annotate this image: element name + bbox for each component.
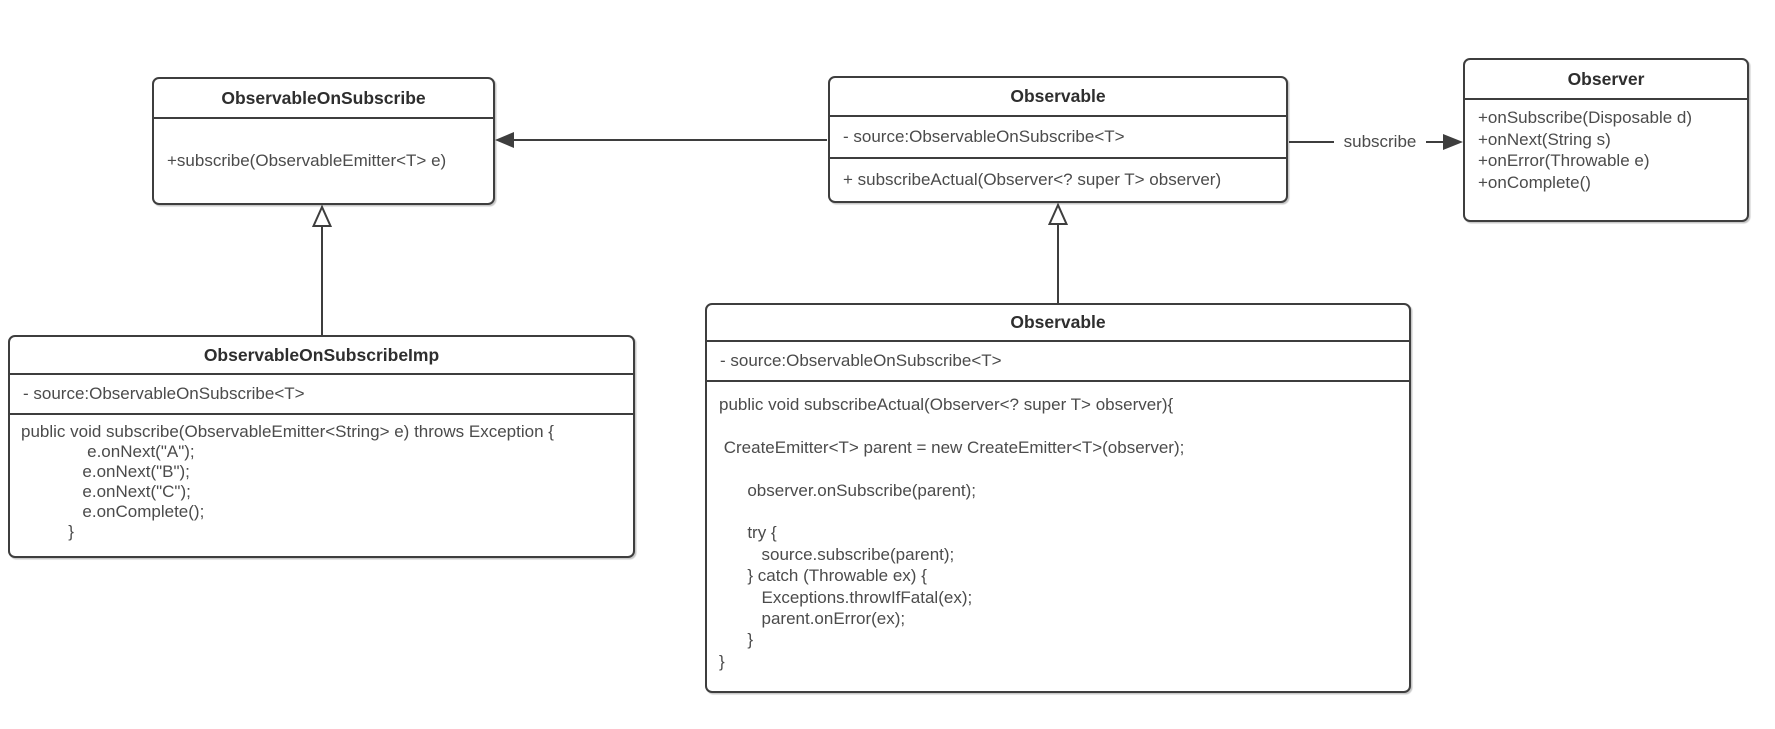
code-text: public void subscribeActual(Observer<? s… (719, 395, 1185, 671)
edge-label-subscribe: subscribe (1334, 131, 1426, 153)
attribute-text: - source:ObservableOnSubscribe<T> (23, 384, 305, 403)
association-arrow-observable-to-observableonsubscribe (495, 132, 827, 148)
class-methods-compartment: + subscribeActual(Observer<? super T> ob… (830, 157, 1286, 201)
class-box-observable: Observable - source:ObservableOnSubscrib… (828, 76, 1288, 203)
class-code-compartment: public void subscribeActual(Observer<? s… (707, 380, 1409, 691)
attribute-text: - source:ObservableOnSubscribe<T> (843, 127, 1125, 146)
method-text: + subscribeActual(Observer<? super T> ob… (843, 170, 1222, 189)
class-attributes-compartment: - source:ObservableOnSubscribe<T> (10, 373, 633, 413)
class-box-observer: Observer +onSubscribe(Disposable d) +onN… (1463, 58, 1749, 222)
class-title: Observer (1567, 68, 1645, 89)
class-attributes-compartment: - source:ObservableOnSubscribe<T> (707, 340, 1409, 380)
class-code-compartment: public void subscribe(ObservableEmitter<… (10, 413, 633, 556)
class-title: ObservableOnSubscribeImp (203, 344, 440, 365)
class-methods-compartment: +onSubscribe(Disposable d) +onNext(Strin… (1465, 98, 1747, 220)
class-methods-compartment: +subscribe(ObservableEmitter<T> e) (154, 117, 493, 203)
method-text: +subscribe(ObservableEmitter<T> e) (167, 151, 447, 170)
inheritance-arrow-imp-to-observableonsubscribe (311, 204, 333, 336)
method-text: +onSubscribe(Disposable d) +onNext(Strin… (1478, 108, 1693, 192)
class-attributes-compartment: - source:ObservableOnSubscribe<T> (830, 115, 1286, 157)
attribute-text: - source:ObservableOnSubscribe<T> (720, 351, 1002, 370)
class-box-observableonsubscribe: ObservableOnSubscribe +subscribe(Observa… (152, 77, 495, 205)
class-title: ObservableOnSubscribe (221, 87, 426, 108)
class-box-observable-create: Observable - source:ObservableOnSubscrib… (705, 303, 1411, 693)
class-title: Observable (1010, 312, 1106, 332)
class-title: Observable (1010, 86, 1106, 106)
class-box-observableonsubscribeimp: ObservableOnSubscribeImp - source:Observ… (8, 335, 635, 558)
code-text: public void subscribe(ObservableEmitter<… (21, 422, 554, 541)
inheritance-arrow-create-observable-to-observable (1047, 202, 1069, 304)
